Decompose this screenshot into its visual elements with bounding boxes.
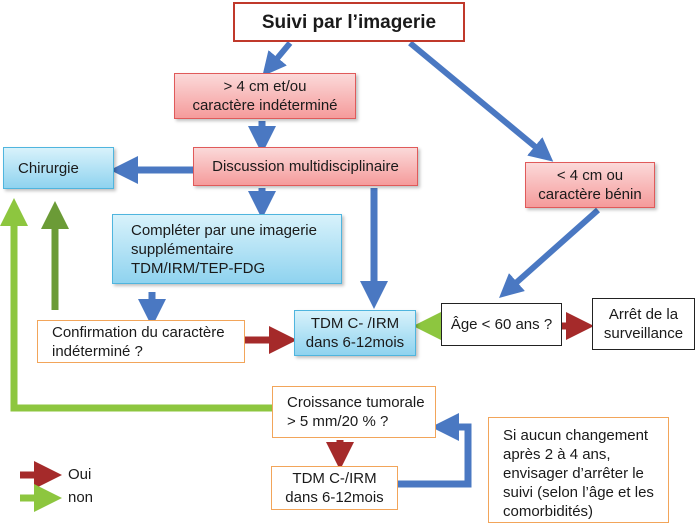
node-tdm2-line1: TDM C-/IRM	[292, 470, 377, 487]
arrow-croissance-to-chirurgie	[0, 198, 272, 412]
arrow-small-to-age	[499, 207, 600, 298]
title-text: Suivi par l’imagerie	[261, 11, 437, 33]
node-large-indeterminate: > 4 cm et/ou caractère indéterminé	[174, 73, 356, 119]
node-note-line3: envisager d’arrêter le	[503, 465, 644, 482]
node-small-line1: < 4 cm ou	[556, 167, 624, 184]
node-tdm1-line2: dans 6-12mois	[305, 334, 405, 351]
node-chirurgie-text: Chirurgie	[18, 159, 79, 177]
node-arret-line1: Arrêt de la	[608, 306, 679, 323]
node-chirurgie: Chirurgie	[3, 147, 114, 189]
node-note-line1: Si aucun changement	[503, 427, 649, 444]
node-imagerie: Compléter par une imagerie supplémentair…	[112, 214, 342, 284]
legend-oui-label: Oui	[68, 466, 92, 483]
node-tdm1-line1: TDM C- /IRM	[310, 315, 400, 332]
node-tdm-2: TDM C-/IRM dans 6-12mois	[271, 466, 398, 510]
node-arret: Arrêt de la surveillance	[592, 298, 695, 350]
node-large-line2: caractère indéterminé	[192, 97, 338, 114]
node-confirmation: Confirmation du caractère indéterminé ?	[37, 320, 245, 363]
node-tdm-1: TDM C- /IRM dans 6-12mois	[294, 310, 416, 356]
node-age-text: Âge < 60 ans ?	[450, 316, 553, 333]
node-croissance: Croissance tumorale > 5 mm/20 % ?	[272, 386, 436, 438]
node-confirmation-line1: Confirmation du caractère	[52, 323, 225, 341]
node-croissance-line2: > 5 mm/20 % ?	[287, 413, 389, 430]
node-age: Âge < 60 ans ?	[441, 303, 562, 346]
node-tdm2-line2: dans 6-12mois	[285, 489, 384, 506]
node-note: Si aucun changement après 2 à 4 ans, env…	[488, 417, 669, 523]
node-imagerie-line1: Compléter par une imagerie	[131, 222, 317, 239]
arrow-title-to-small	[408, 40, 554, 162]
title-box: Suivi par l’imagerie	[233, 2, 465, 42]
node-note-line5: comorbidités)	[503, 503, 594, 520]
node-discussion: Discussion multidisciplinaire	[193, 147, 418, 186]
node-imagerie-line2: supplémentaire	[131, 241, 234, 258]
node-discussion-text: Discussion multidisciplinaire	[212, 158, 399, 175]
node-large-line1: > 4 cm et/ou	[223, 78, 307, 95]
node-confirmation-line2: indéterminé ?	[52, 342, 143, 360]
arrow-tdm2-to-croissance	[398, 413, 472, 488]
node-imagerie-line3: TDM/IRM/TEP-FDG	[131, 260, 266, 277]
node-small-benign: < 4 cm ou caractère bénin	[525, 162, 655, 208]
node-note-line2: après 2 à 4 ans,	[503, 446, 611, 463]
node-small-line2: caractère bénin	[538, 186, 642, 203]
node-croissance-line1: Croissance tumorale	[287, 394, 425, 411]
node-arret-line2: surveillance	[603, 325, 684, 342]
arrow-title-to-large	[262, 41, 293, 77]
legend-non-label: non	[68, 489, 94, 506]
node-note-line4: suivi (selon l’âge et les	[503, 484, 654, 501]
